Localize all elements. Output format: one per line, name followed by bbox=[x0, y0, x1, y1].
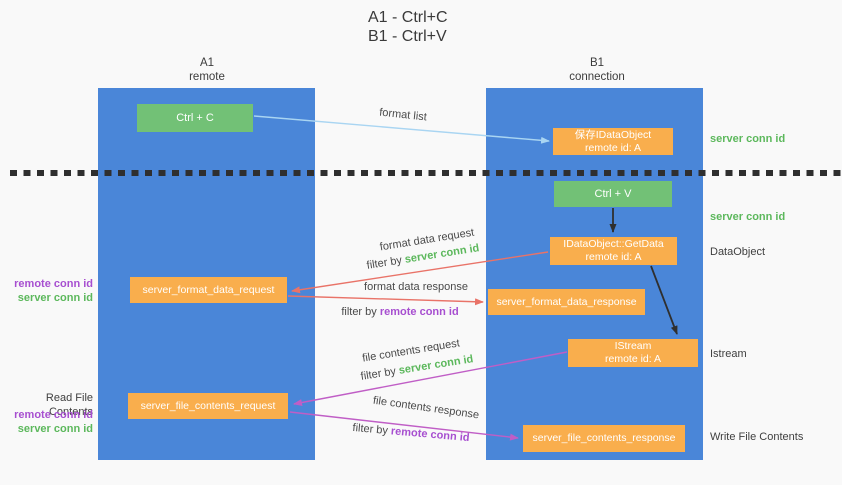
node-file-request-label: server_file_contents_request bbox=[140, 399, 276, 412]
node-istream: IStream remote id: A bbox=[568, 339, 698, 367]
node-format-response-label: server_format_data_response bbox=[496, 295, 637, 308]
node-ctrl-c: Ctrl + C bbox=[137, 104, 253, 132]
remote-conn-id-label: remote conn id bbox=[14, 278, 93, 290]
title-line-1: A1 - Ctrl+C bbox=[368, 9, 448, 26]
node-server-file-contents-request: server_file_contents_request bbox=[128, 393, 288, 419]
node-idataobject-getdata: IDataObject::GetData remote id: A bbox=[550, 237, 677, 265]
node-ctrl-v: Ctrl + V bbox=[554, 181, 672, 207]
lane-a1-role: remote bbox=[189, 71, 225, 83]
filter-by-text: filter by bbox=[341, 306, 377, 318]
left-conn-id-pair-1: remote conn id server conn id bbox=[0, 277, 93, 305]
node-server-format-data-request: server_format_data_request bbox=[130, 277, 287, 303]
dataobject-annotation: DataObject bbox=[710, 246, 766, 258]
lane-header-b1: B1 connection bbox=[537, 56, 657, 84]
node-istream-line2: remote id: A bbox=[604, 353, 662, 365]
remote-conn-id-text: remote conn id bbox=[379, 306, 459, 318]
lane-a1-name: A1 bbox=[199, 57, 215, 69]
flow-label-filter-by-remote-1: filter by remote conn id bbox=[341, 306, 458, 318]
node-getdata-line2: remote id: A bbox=[585, 251, 642, 263]
read-file-contents-label: Read File Contents bbox=[45, 392, 93, 418]
istream-annotation: Istream bbox=[710, 348, 747, 360]
node-save-idataobject: 保存IDataObject remote id: A bbox=[553, 128, 673, 155]
node-format-request-label: server_format_data_request bbox=[142, 283, 275, 296]
flow-label-format-list: format list bbox=[378, 106, 428, 124]
node-ctrl-v-label: Ctrl + V bbox=[594, 187, 632, 200]
node-file-response-label: server_file_contents_response bbox=[532, 432, 676, 444]
filter-by-text: filter by bbox=[352, 421, 389, 437]
filter-by-text: filter by bbox=[359, 365, 397, 383]
remote-conn-id-label: remote conn id bbox=[14, 409, 93, 421]
server-conn-id-label: server conn id bbox=[17, 423, 93, 435]
lane-b1-name: B1 bbox=[589, 57, 605, 69]
lane-header-a1: A1 remote bbox=[147, 56, 267, 84]
node-istream-line1: IStream bbox=[614, 340, 652, 352]
server-conn-id-annotation-2: server conn id bbox=[710, 211, 786, 223]
left-conn-id-pair-2: remote conn id server conn id bbox=[0, 408, 93, 436]
format-request-to-response-arrow bbox=[287, 295, 484, 306]
node-ctrl-c-label: Ctrl + C bbox=[176, 111, 214, 124]
lane-b1-role: connection bbox=[569, 71, 625, 83]
flow-label-filter-by-remote-2: filter by remote conn id bbox=[352, 422, 470, 444]
flow-label-file-contents-response: file contents response bbox=[372, 394, 480, 422]
server-conn-id-annotation-1: server conn id bbox=[710, 133, 786, 145]
node-server-format-data-response: server_format_data_response bbox=[488, 289, 645, 315]
server-conn-id-label: server conn id bbox=[17, 292, 93, 304]
flow-label-format-data-response: format data response bbox=[364, 281, 468, 293]
diagram-title: A1 - Ctrl+C B1 - Ctrl+V bbox=[368, 8, 448, 46]
node-getdata-line1: IDataObject::GetData bbox=[563, 238, 664, 250]
node-server-file-contents-response: server_file_contents_response bbox=[523, 425, 685, 452]
title-line-2: B1 - Ctrl+V bbox=[368, 28, 447, 45]
node-save-idataobject-line1: 保存IDataObject bbox=[574, 128, 652, 141]
remote-conn-id-text: remote conn id bbox=[390, 425, 470, 445]
filter-by-text: filter by bbox=[365, 254, 403, 272]
node-save-idataobject-line2: remote id: A bbox=[584, 141, 642, 154]
write-file-contents-label: Write File Contents bbox=[710, 431, 804, 443]
